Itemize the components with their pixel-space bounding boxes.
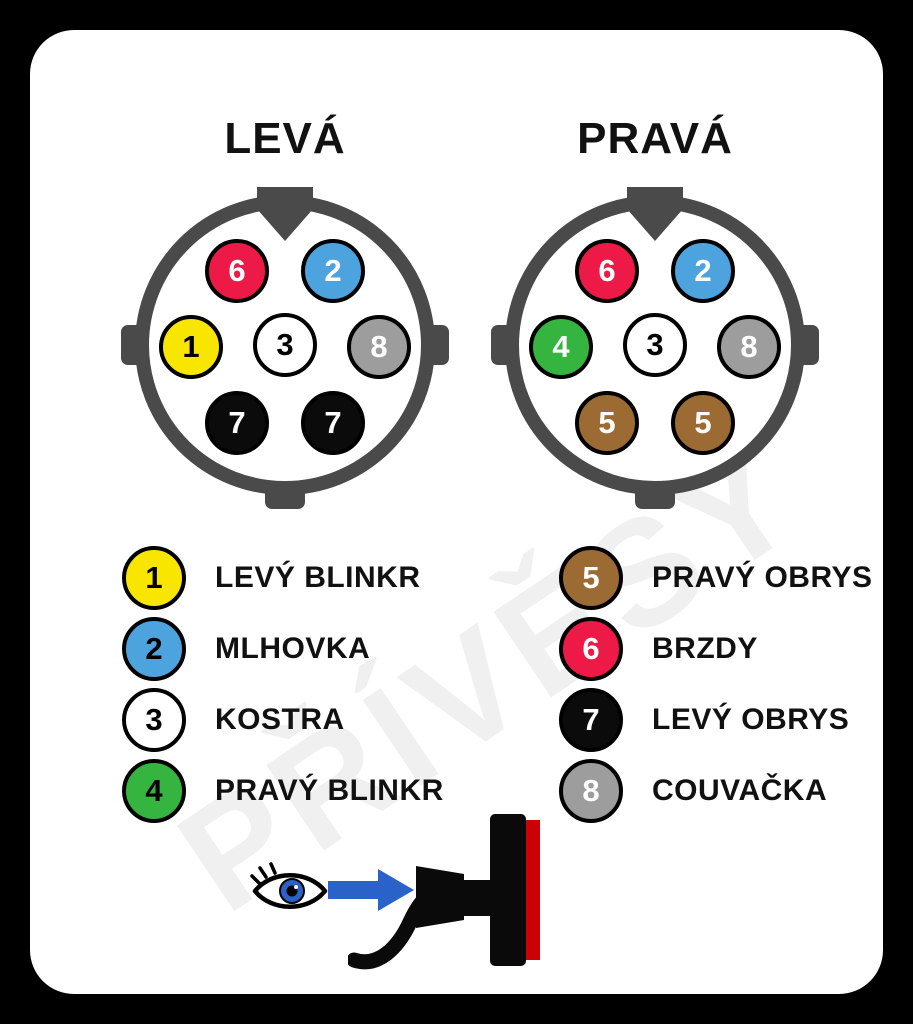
keying-tab-bottom [265,485,305,509]
legend-label: LEVÝ OBRYS [652,703,850,736]
legend-pin-number: 3 [145,702,163,737]
legend-label: BRZDY [652,632,758,665]
connector-pin: 5 [671,391,735,455]
connector-pin: 1 [159,315,223,379]
pin-number: 8 [370,329,388,364]
keying-notch-top [627,187,683,241]
legend-item: 3 KOSTRA [122,688,345,752]
legend-pin-number: 5 [582,560,600,595]
legend-pin-badge: 2 [122,617,186,681]
plug-plate-stripe [526,820,540,960]
connector-pin: 2 [671,239,735,303]
connector-pin: 3 [253,313,317,377]
legend-pin-number: 6 [582,631,600,666]
legend-label: KOSTRA [215,703,345,736]
legend-pin-badge: 7 [559,688,623,752]
eye-icon [250,862,330,925]
trailer-plug-icon [346,810,563,977]
connector-pin: 6 [205,239,269,303]
pin-number: 4 [552,329,570,364]
plug-body [416,866,464,928]
legend-item: 7 LEVÝ OBRYS [559,688,849,752]
connector-right: 6 2 4 3 8 5 5 [485,175,825,515]
legend-label: LEVÝ BLINKR [215,561,421,594]
keying-tab-bottom [635,485,675,509]
arrow-right-icon [328,867,416,918]
pin-number: 1 [182,329,200,364]
legend-pin-number: 7 [582,702,600,737]
plug-neck [462,880,492,916]
connector-pin: 7 [205,391,269,455]
keying-tab-right [425,325,449,365]
connector-pin: 6 [575,239,639,303]
connector-pin: 8 [717,315,781,379]
legend-item: 1 LEVÝ BLINKR [122,546,421,610]
legend-item: 4 PRAVÝ BLINKR [122,759,444,823]
connector-left: 6 2 1 3 8 7 7 [115,175,455,515]
connector-title-left: LEVÁ [224,114,346,163]
legend-label: COUVAČKA [652,774,828,807]
legend-pin-badge: 1 [122,546,186,610]
pin-number: 2 [694,253,712,288]
legend-pin-badge: 4 [122,759,186,823]
connector-pin: 3 [623,313,687,377]
legend-label: MLHOVKA [215,632,371,665]
plug-plate [490,814,526,966]
legend-label: PRAVÝ OBRYS [652,561,873,594]
legend-pin-badge: 3 [122,688,186,752]
pin-number: 7 [324,405,342,440]
legend-item: 5 PRAVÝ OBRYS [559,546,873,610]
keying-tab-left [121,325,145,365]
pin-number: 3 [646,327,664,362]
legend-item: 8 COUVAČKA [559,759,827,823]
legend-pin-number: 4 [145,773,163,808]
pin-number: 6 [228,253,246,288]
legend-pin-badge: 6 [559,617,623,681]
pin-number: 3 [276,327,294,362]
connector-pin: 4 [529,315,593,379]
pin-number: 8 [740,329,758,364]
connector-pin: 5 [575,391,639,455]
pin-number: 2 [324,253,342,288]
keying-tab-left [491,325,515,365]
legend-pin-number: 8 [582,773,600,808]
connector-pin: 2 [301,239,365,303]
diagram-card: PŘÍVĚSY LEVÁ PRAVÁ 6 2 1 3 8 7 7 [30,30,883,994]
connector-pin: 8 [347,315,411,379]
legend-item: 6 BRZDY [559,617,758,681]
legend-pin-badge: 5 [559,546,623,610]
legend-pin-number: 1 [145,560,163,595]
connector-title-right: PRAVÁ [577,114,733,163]
legend-pin-number: 2 [145,631,163,666]
legend-pin-badge: 8 [559,759,623,823]
connector-pin: 7 [301,391,365,455]
pin-number: 7 [228,405,246,440]
keying-notch-top [257,187,313,241]
legend-label: PRAVÝ BLINKR [215,774,444,807]
keying-tab-right [795,325,819,365]
legend-item: 2 MLHOVKA [122,617,370,681]
pin-number: 6 [598,253,616,288]
pin-number: 5 [694,405,712,440]
pin-number: 5 [598,405,616,440]
